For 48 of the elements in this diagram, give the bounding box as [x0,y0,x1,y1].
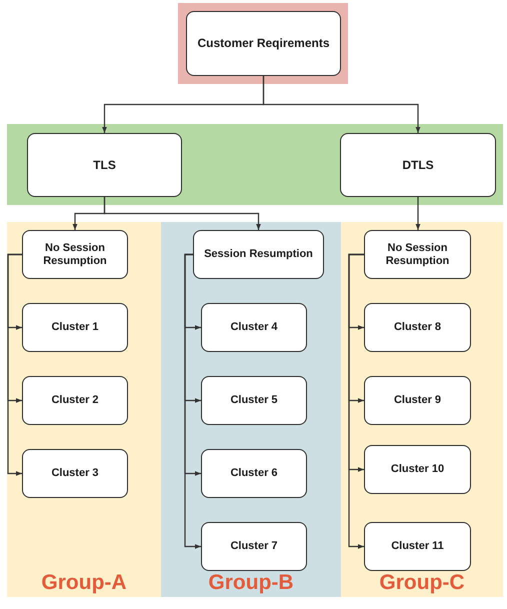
node-text: No Session Resumption [384,242,450,268]
group-panel [341,222,503,597]
node-text: No Session Resumption [42,242,108,268]
process-box [186,11,341,76]
process-box [193,230,324,279]
process-box [364,303,471,352]
group-panel [161,222,341,597]
process-box [22,303,128,352]
node-text: DTLS [402,158,434,172]
process-box [201,522,307,571]
node-text: Cluster 10 [390,463,444,476]
connector-arrow [416,197,420,230]
process-box [27,133,182,197]
node-text: Customer Reqirements [197,37,330,50]
connector-arrow [7,254,22,476]
process-box [364,522,471,571]
connector-arrow [184,254,201,549]
group-label: Group-C [379,571,465,595]
highlight-band [178,3,348,84]
node-text: Cluster 5 [230,394,278,407]
process-box [364,376,471,425]
connector-arrow [262,76,420,133]
node-text: Cluster 3 [51,467,99,480]
process-box [364,230,471,279]
process-box [364,445,471,494]
process-box [201,449,307,498]
group-panel [7,222,161,597]
node-text: Cluster 2 [51,394,99,407]
process-box [201,376,307,425]
process-box [340,133,496,197]
process-box [22,230,128,279]
node-text: Session Resumption [204,248,313,261]
process-box [22,376,128,425]
process-box [201,303,307,352]
group-label: Group-A [41,571,127,595]
highlight-band [7,124,503,205]
node-text: Cluster 1 [51,321,99,334]
node-text: Cluster 7 [230,540,278,553]
connector-arrow [104,197,261,230]
node-text: TLS [93,158,116,172]
node-text: Cluster 9 [394,394,442,407]
node-text: Cluster 8 [394,321,442,334]
connector-arrow [348,254,364,549]
node-text: Cluster 4 [230,321,278,334]
node-text: Cluster 11 [391,540,444,553]
process-box [22,449,128,498]
node-text: Cluster 6 [230,467,278,480]
group-label: Group-B [208,571,294,595]
